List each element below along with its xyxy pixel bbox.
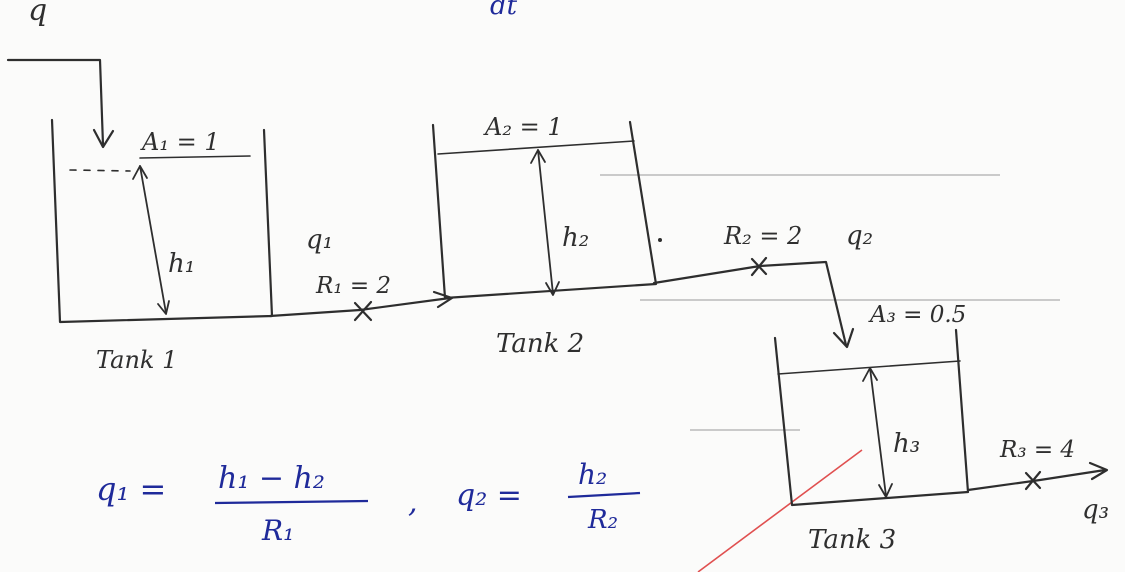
tank3-name-label: Tank 3 bbox=[808, 525, 896, 555]
inflow-arrow bbox=[6, 58, 115, 149]
q1-fraction-bar bbox=[214, 499, 369, 505]
q2-equation-lhs: q₂ = bbox=[456, 478, 522, 513]
q2-equation-denominator: R₂ bbox=[587, 505, 618, 535]
q3-outflow-label: q₃ bbox=[1082, 495, 1109, 525]
valve-r2-marker bbox=[750, 256, 768, 277]
tank-3 bbox=[773, 328, 970, 507]
tank-1 bbox=[50, 118, 274, 324]
red-pen-mark bbox=[697, 449, 863, 572]
q1-equation-lhs: q₁ = bbox=[96, 470, 166, 508]
tank1-area-label: A₁ = 1 bbox=[140, 128, 220, 156]
q2-equation-numerator: h₂ bbox=[578, 458, 607, 491]
tank1-level-arrow bbox=[139, 165, 167, 314]
r2-resistance-label: R₂ = 2 bbox=[723, 222, 802, 250]
tank1-name-label: Tank 1 bbox=[96, 346, 177, 374]
q1-equation-denominator: R₁ bbox=[261, 514, 294, 547]
equation-separator: , bbox=[408, 485, 418, 520]
tank-2 bbox=[431, 120, 662, 300]
tank3-level-arrow bbox=[869, 367, 887, 497]
tank3-area-label: A₃ = 0.5 bbox=[868, 302, 966, 328]
tank1-level-label: h₁ bbox=[168, 249, 195, 279]
q1-flow-label: q₁ bbox=[306, 225, 333, 255]
r1-resistance-label: R₁ = 2 bbox=[315, 273, 391, 299]
pipe-2 bbox=[652, 256, 855, 349]
valve-r1-marker bbox=[353, 300, 373, 322]
r3-resistance-label: R₃ = 4 bbox=[999, 437, 1075, 463]
tank3-level-label: h₃ bbox=[893, 429, 920, 459]
tank2-name-label: Tank 2 bbox=[496, 329, 584, 359]
outflow-pipe bbox=[966, 461, 1109, 492]
q2-fraction-bar bbox=[567, 491, 641, 499]
q1-equation-numerator: h₁ − h₂ bbox=[218, 461, 325, 496]
q2-flow-label: q₂ bbox=[846, 221, 873, 251]
tank2-level-label: h₂ bbox=[562, 223, 589, 253]
valve-r3-marker bbox=[1024, 470, 1042, 491]
top-text-fragment: dt bbox=[490, 0, 518, 21]
tank2-level-arrow bbox=[537, 149, 554, 295]
pipe-1 bbox=[268, 290, 454, 322]
inflow-label-q: q bbox=[28, 0, 47, 28]
tank2-area-label: A₂ = 1 bbox=[483, 113, 563, 141]
background-bleed-through bbox=[600, 174, 1060, 431]
